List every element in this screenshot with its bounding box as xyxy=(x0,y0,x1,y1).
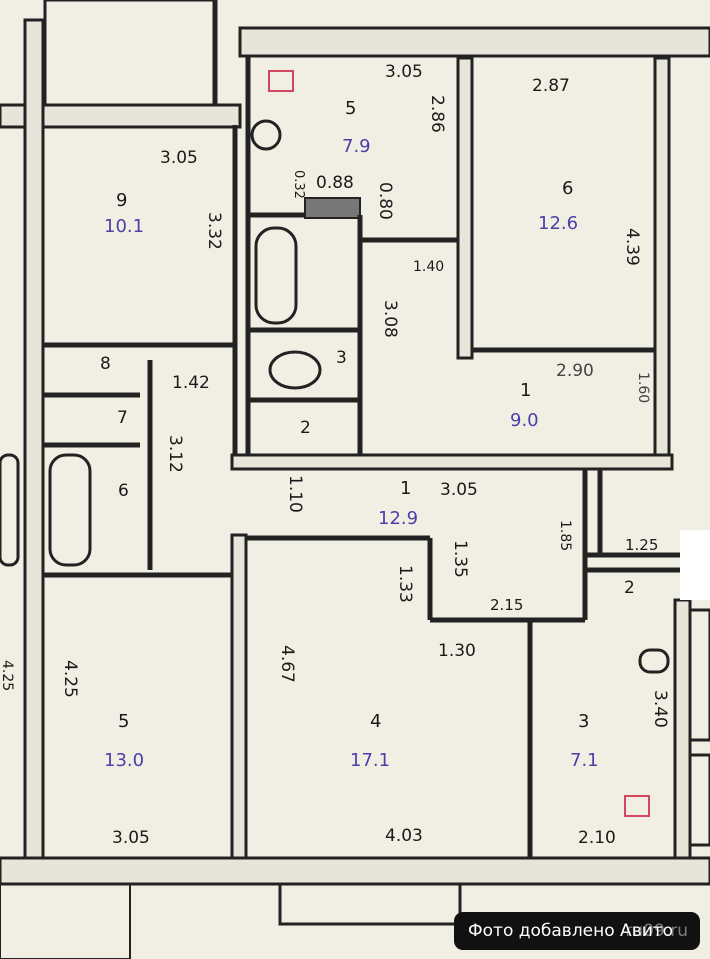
watermark-badge: Фото добавлено Авито ru09.ru xyxy=(454,912,700,950)
room-6-area: 12.6 xyxy=(538,213,579,234)
dim-1-35: 1.35 xyxy=(450,540,470,578)
dim-3-32: 3.32 xyxy=(204,212,224,250)
room-6-number: 6 xyxy=(562,178,574,199)
room-5-area: 13.0 xyxy=(104,750,145,771)
watermark-overlay: ru09.ru xyxy=(625,921,688,941)
wc-right-number: 3 xyxy=(336,348,347,368)
room-kitchen-number: 5 xyxy=(345,98,357,119)
room-kitchen-area: 7.9 xyxy=(342,136,371,157)
hall-upper-number: 1 xyxy=(520,380,532,401)
bath-left-number: 6 xyxy=(118,481,129,501)
room-3-number: 3 xyxy=(578,711,590,732)
dim-4-25: 4.25 xyxy=(60,660,80,698)
dim-3-05-hall: 3.05 xyxy=(440,480,478,500)
dim-3-05-kitchen: 3.05 xyxy=(385,62,423,82)
dim-4-03: 4.03 xyxy=(385,826,423,846)
room-4-number: 4 xyxy=(370,711,382,732)
corridor-number: 2 xyxy=(300,418,311,438)
dim-1-33: 1.33 xyxy=(395,565,415,603)
dim-4-67: 4.67 xyxy=(277,645,297,683)
dim-2-90: 2.90 xyxy=(556,361,594,381)
dim-2-15: 2.15 xyxy=(490,596,524,614)
dim-2-87: 2.87 xyxy=(532,76,570,96)
dim-0-32: 0.32 xyxy=(291,170,306,199)
dim-3-05-top-left: 3.05 xyxy=(160,148,198,168)
dim-2-10: 2.10 xyxy=(578,828,616,848)
watermark-text: Фото добавлено Авито xyxy=(468,921,674,941)
dim-1-30: 1.30 xyxy=(438,641,476,661)
dim-3-12: 3.12 xyxy=(165,435,185,473)
hall-upper-area: 9.0 xyxy=(510,410,539,431)
dim-1-10: 1.10 xyxy=(285,475,305,513)
blank-patch xyxy=(680,530,710,600)
dim-1-42: 1.42 xyxy=(172,373,210,393)
dim-0-80: 0.80 xyxy=(375,182,395,220)
dim-1-60: 1.60 xyxy=(635,372,651,404)
dim-3-05-bottom: 3.05 xyxy=(112,828,150,848)
hall-lower-number: 1 xyxy=(400,478,412,499)
stamp-mark-kitchen xyxy=(268,70,294,92)
dim-4-39: 4.39 xyxy=(622,228,642,266)
dim-left-edge: 4.25 xyxy=(0,660,15,692)
closet-right-number: 2 xyxy=(624,578,635,598)
dim-0-88: 0.88 xyxy=(316,173,354,193)
room-3-area: 7.1 xyxy=(570,750,599,771)
dim-1-85: 1.85 xyxy=(557,520,573,552)
dim-1-40: 1.40 xyxy=(413,259,445,275)
dim-2-86: 2.86 xyxy=(427,95,447,133)
dim-1-25: 1.25 xyxy=(625,536,659,554)
stamp-mark-room-3 xyxy=(624,795,650,817)
dim-3-40: 3.40 xyxy=(650,690,670,728)
wc-left-number: 7 xyxy=(117,408,128,428)
room-9-area: 10.1 xyxy=(104,216,145,237)
room-9-number: 9 xyxy=(116,190,128,211)
closet-left-number: 8 xyxy=(100,354,111,374)
hall-lower-area: 12.9 xyxy=(378,508,419,529)
dim-3-08: 3.08 xyxy=(380,300,400,338)
room-4-area: 17.1 xyxy=(350,750,391,771)
room-5-number: 5 xyxy=(118,711,130,732)
